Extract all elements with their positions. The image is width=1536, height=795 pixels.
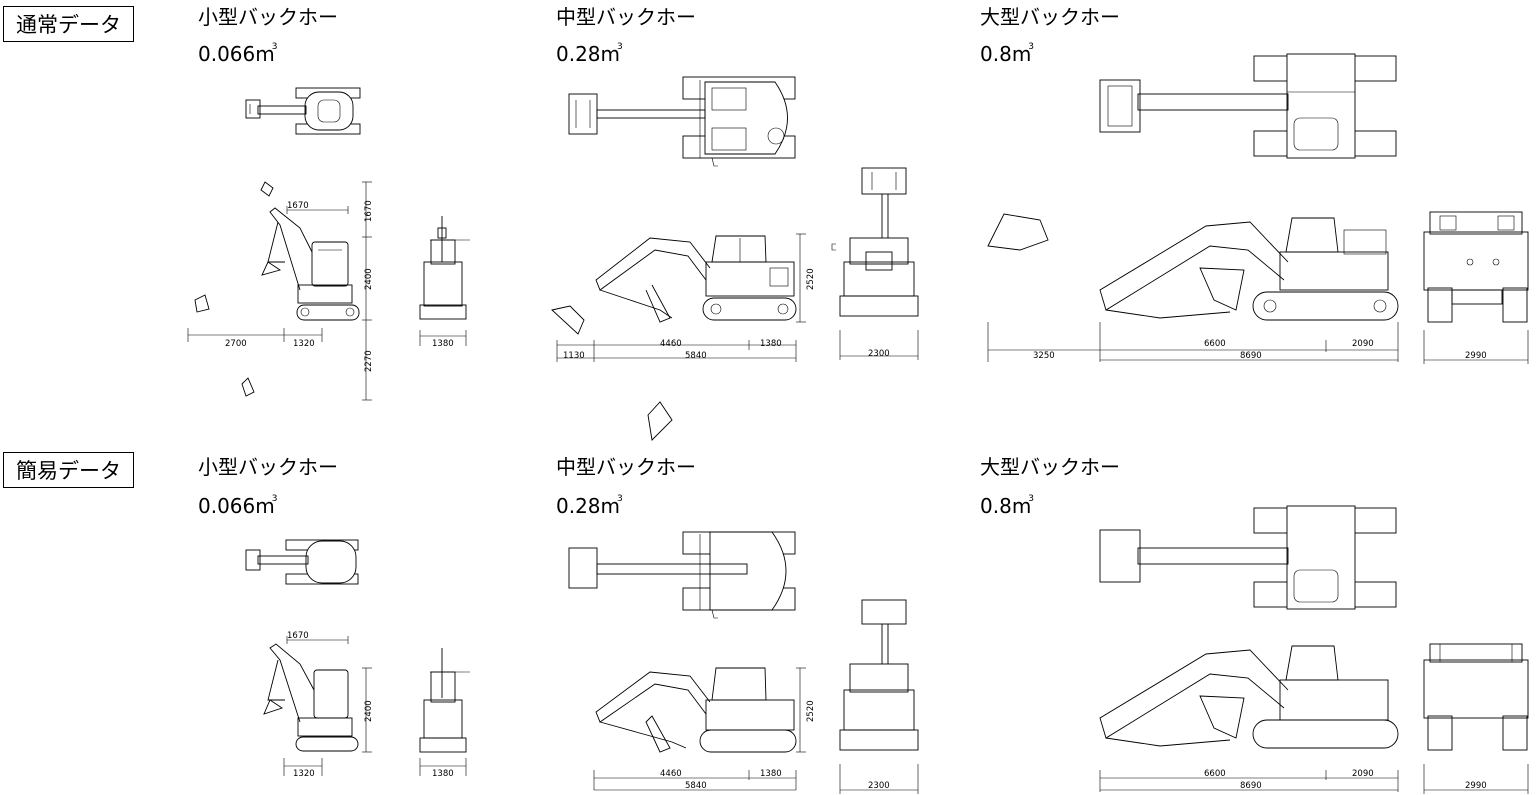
capacity-simple-medium: 0.28m3 [556, 494, 623, 518]
dim-simple-medium-2520: 2520 [806, 700, 816, 722]
title-simple-medium: 中型バックホー [556, 455, 696, 479]
simple-large-excavator: 6600 2090 8690 2990 [1099, 505, 1529, 794]
dim-normal-small-2700: 2700 [225, 339, 247, 349]
title-normal-large: 大型バックホー [980, 5, 1120, 29]
simple-small-top-view [245, 539, 359, 585]
dim-normal-medium-2520: 2520 [806, 268, 816, 290]
simple-medium-top-view [568, 531, 796, 619]
dim-normal-small-2270: 2270 [364, 350, 374, 372]
dim-normal-small-1670v: 1670 [364, 200, 374, 222]
title-normal-small: 小型バックホー [198, 5, 338, 29]
simple-small-excavator: 1670 2400 1320 1380 [245, 539, 470, 779]
dim-simple-small-1670-label: 1670 [287, 631, 309, 641]
normal-medium-excavator: 1130 4460 1380 5840 2520 2300 [551, 76, 919, 441]
dim-normal-medium-1130: 1130 [563, 351, 585, 361]
dim-simple-large-8690: 8690 [1240, 781, 1262, 791]
dim-simple-large-2990: 2990 [1465, 781, 1487, 791]
simple-small-front-view [419, 648, 470, 753]
dim-simple-medium-5840: 5840 [685, 781, 707, 791]
dim-normal-large-2990: 2990 [1465, 351, 1487, 361]
title-simple-small: 小型バックホー [198, 455, 338, 479]
capacity-normal-small: 0.066m3 [198, 42, 278, 66]
normal-medium-front-view [831, 167, 919, 317]
normal-large-top-view [1099, 53, 1397, 159]
simple-medium-side-view [595, 667, 797, 753]
capacity-normal-medium: 0.28m3 [556, 42, 623, 66]
dim-normal-large-2090: 2090 [1352, 339, 1374, 349]
capacity-normal-large: 0.8m3 [980, 42, 1035, 66]
simple-small-side-view [263, 643, 359, 752]
title-simple-large: 大型バックホー [980, 455, 1120, 479]
dim-normal-medium-5840: 5840 [685, 351, 707, 361]
normal-medium-side-view [551, 235, 797, 441]
normal-small-top-view [245, 87, 361, 135]
dim-simple-large-6600: 6600 [1204, 769, 1226, 779]
normal-large-excavator: 3250 6600 2090 8690 2990 [987, 53, 1529, 364]
section-label-simple: 簡易データ [3, 452, 134, 488]
dim-simple-medium-4460: 4460 [660, 769, 682, 779]
simple-large-side-view [1099, 645, 1399, 749]
section-label-normal: 通常データ [3, 6, 134, 42]
normal-small-front-view [419, 216, 470, 320]
dim-normal-small-1670: 1670 [287, 201, 309, 211]
normal-medium-top-view [568, 76, 796, 167]
dim-normal-small-1320: 1320 [293, 339, 315, 349]
title-normal-medium: 中型バックホー [556, 5, 696, 29]
dim-normal-medium-1380: 1380 [760, 339, 782, 349]
simple-medium-front-view [839, 599, 919, 751]
dim-simple-medium-2300: 2300 [868, 781, 890, 791]
dim-normal-medium-2300: 2300 [868, 349, 890, 359]
normal-large-side-view [987, 213, 1399, 321]
dim-simple-medium-1380: 1380 [760, 769, 782, 779]
simple-large-top-view [1099, 505, 1397, 610]
dim-simple-small-1320: 1320 [293, 769, 315, 779]
simple-large-front-view [1423, 643, 1529, 751]
dim-normal-large-3250: 3250 [1033, 351, 1055, 361]
dim-normal-large-8690: 8690 [1240, 351, 1262, 361]
dim-simple-small-2400: 2400 [364, 700, 374, 722]
capacity-simple-large: 0.8m3 [980, 494, 1035, 518]
dim-normal-medium-4460: 4460 [660, 339, 682, 349]
normal-small-side-view [194, 181, 360, 397]
capacity-simple-small: 0.066m3 [198, 494, 278, 518]
dim-normal-large-6600: 6600 [1204, 339, 1226, 349]
dim-normal-small-1380: 1380 [432, 339, 454, 349]
dim-simple-large-2090: 2090 [1352, 769, 1374, 779]
dim-simple-small-1380: 1380 [432, 769, 454, 779]
normal-large-front-view [1423, 211, 1529, 323]
dim-normal-small-2400: 2400 [364, 268, 374, 290]
simple-medium-excavator: 4460 1380 5840 2520 2300 [568, 531, 919, 794]
normal-small-excavator: 1670 1670 2400 2270 2700 1320 1380 [187, 87, 470, 401]
